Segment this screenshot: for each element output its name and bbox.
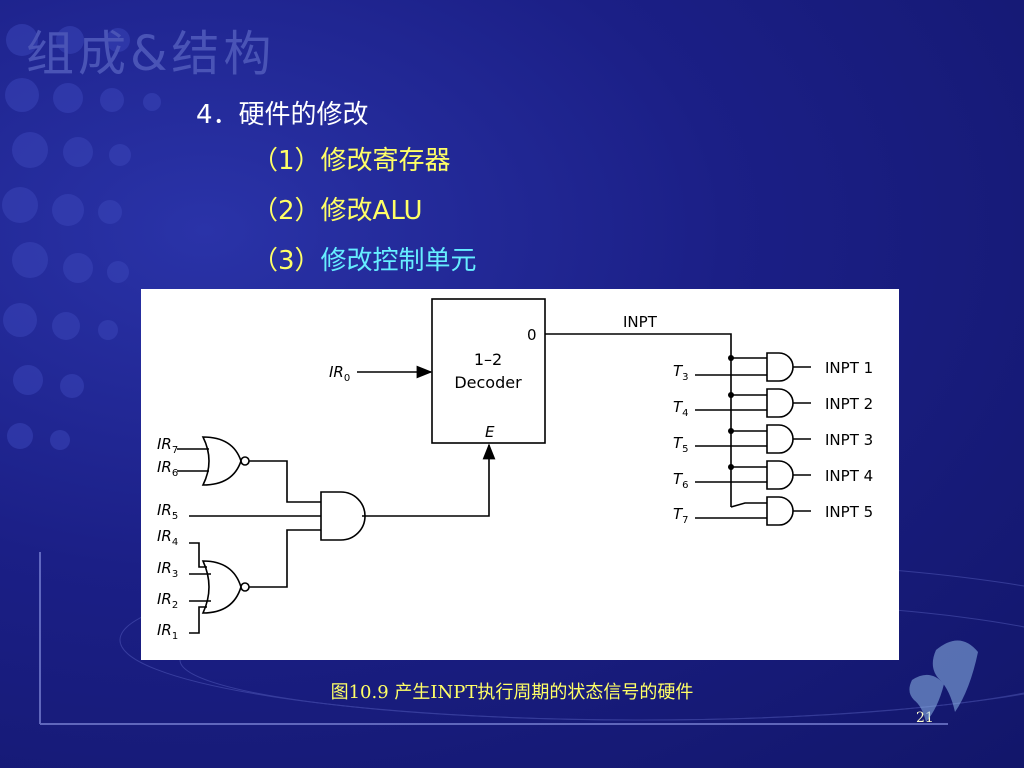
circuit-diagram-panel: 1–2 Decoder 0 E INPT IR0 IR7 IR6 IR5 IR4… xyxy=(141,289,899,660)
output-label: INPT 3 xyxy=(825,431,873,449)
t-label: T4 xyxy=(673,398,689,419)
list-item: （2）修改ALU xyxy=(252,190,423,227)
ir-label: IR3 xyxy=(157,559,178,580)
t-label: T6 xyxy=(673,470,689,491)
output-label: INPT 5 xyxy=(825,503,873,521)
nor-gate-bottom xyxy=(201,560,242,614)
nor-bubble-top xyxy=(240,456,250,466)
and-gate-enable xyxy=(320,491,366,541)
item-number: （1） xyxy=(252,146,321,176)
enable-wire xyxy=(362,443,496,517)
page-number: 21 xyxy=(916,710,934,726)
slide-watermark-title: 组成&结构 xyxy=(26,26,276,82)
ir-label: IR1 xyxy=(157,621,178,642)
output-label: INPT 2 xyxy=(825,395,873,413)
output-label: INPT 1 xyxy=(825,359,873,377)
ir-label: IR7 xyxy=(157,435,178,456)
item-text: 修改寄存器 xyxy=(320,146,451,176)
figure-caption: 图10.9 产生INPT执行周期的状态信号的硬件 xyxy=(330,682,694,703)
nor-gate-top xyxy=(201,436,242,486)
ir-label: IR6 xyxy=(157,458,178,479)
ir-label: IR2 xyxy=(157,590,178,611)
decoder-title: 1–2 xyxy=(474,350,502,369)
inpt-bus-wire xyxy=(545,333,732,507)
ir-label: IR4 xyxy=(157,527,178,548)
output-label: INPT 4 xyxy=(825,467,873,485)
t-label: T3 xyxy=(673,362,689,383)
list-item: （3）修改控制单元 xyxy=(252,240,477,277)
decoder-enable-label: E xyxy=(485,423,495,441)
decoder-box xyxy=(431,298,546,444)
inpt-label: INPT xyxy=(623,313,658,331)
ir-label: IR5 xyxy=(157,501,178,522)
decoder-subtitle: Decoder xyxy=(454,373,522,392)
output-gates xyxy=(695,352,811,526)
circuit-diagram: 1–2 Decoder 0 E INPT IR0 IR7 IR6 IR5 IR4… xyxy=(157,298,873,642)
t-label: T7 xyxy=(673,505,689,526)
item-number: （2） xyxy=(252,196,321,226)
t-label: T5 xyxy=(673,434,689,455)
ir-label: IR0 xyxy=(329,363,350,384)
item-number: （3） xyxy=(252,246,321,276)
list-item: （1）修改寄存器 xyxy=(252,140,451,177)
item-text: 修改ALU xyxy=(320,196,423,226)
section-heading: 4．硬件的修改 xyxy=(196,100,369,130)
item-text: 修改控制单元 xyxy=(320,246,477,276)
decoder-output-label: 0 xyxy=(527,326,537,344)
nor-bubble-bottom xyxy=(240,582,250,592)
